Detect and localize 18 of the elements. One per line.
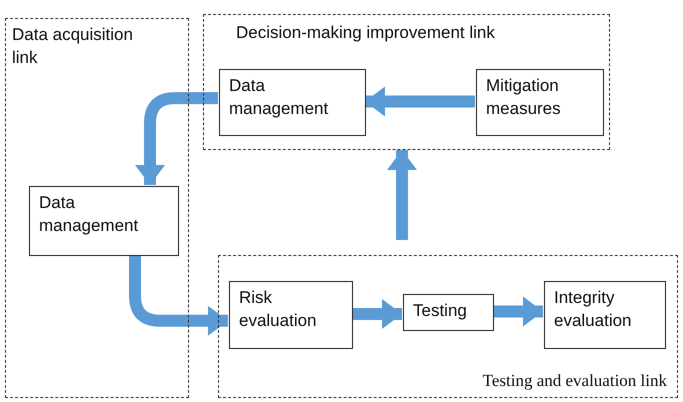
group-heading: Testing and evaluation link bbox=[482, 371, 667, 391]
dashed-group bbox=[5, 18, 189, 398]
group-heading: Data acquisition link bbox=[12, 24, 134, 69]
process-box: Mitigation measures bbox=[476, 69, 604, 136]
process-box: Data management bbox=[219, 69, 366, 136]
arrow bbox=[365, 86, 475, 116]
dashed-group bbox=[218, 255, 678, 398]
process-box: Testing bbox=[403, 294, 494, 331]
arrow bbox=[387, 150, 417, 240]
process-box: Risk evaluation bbox=[229, 281, 353, 349]
process-box: Data management bbox=[29, 186, 179, 256]
process-box: Integrity evaluation bbox=[544, 281, 666, 349]
dashed-group bbox=[203, 14, 610, 150]
arrow bbox=[493, 296, 543, 326]
group-heading: Decision-making improvement link bbox=[236, 22, 495, 44]
arrow bbox=[135, 92, 218, 185]
arrow bbox=[352, 299, 402, 329]
arrow bbox=[129, 255, 228, 336]
